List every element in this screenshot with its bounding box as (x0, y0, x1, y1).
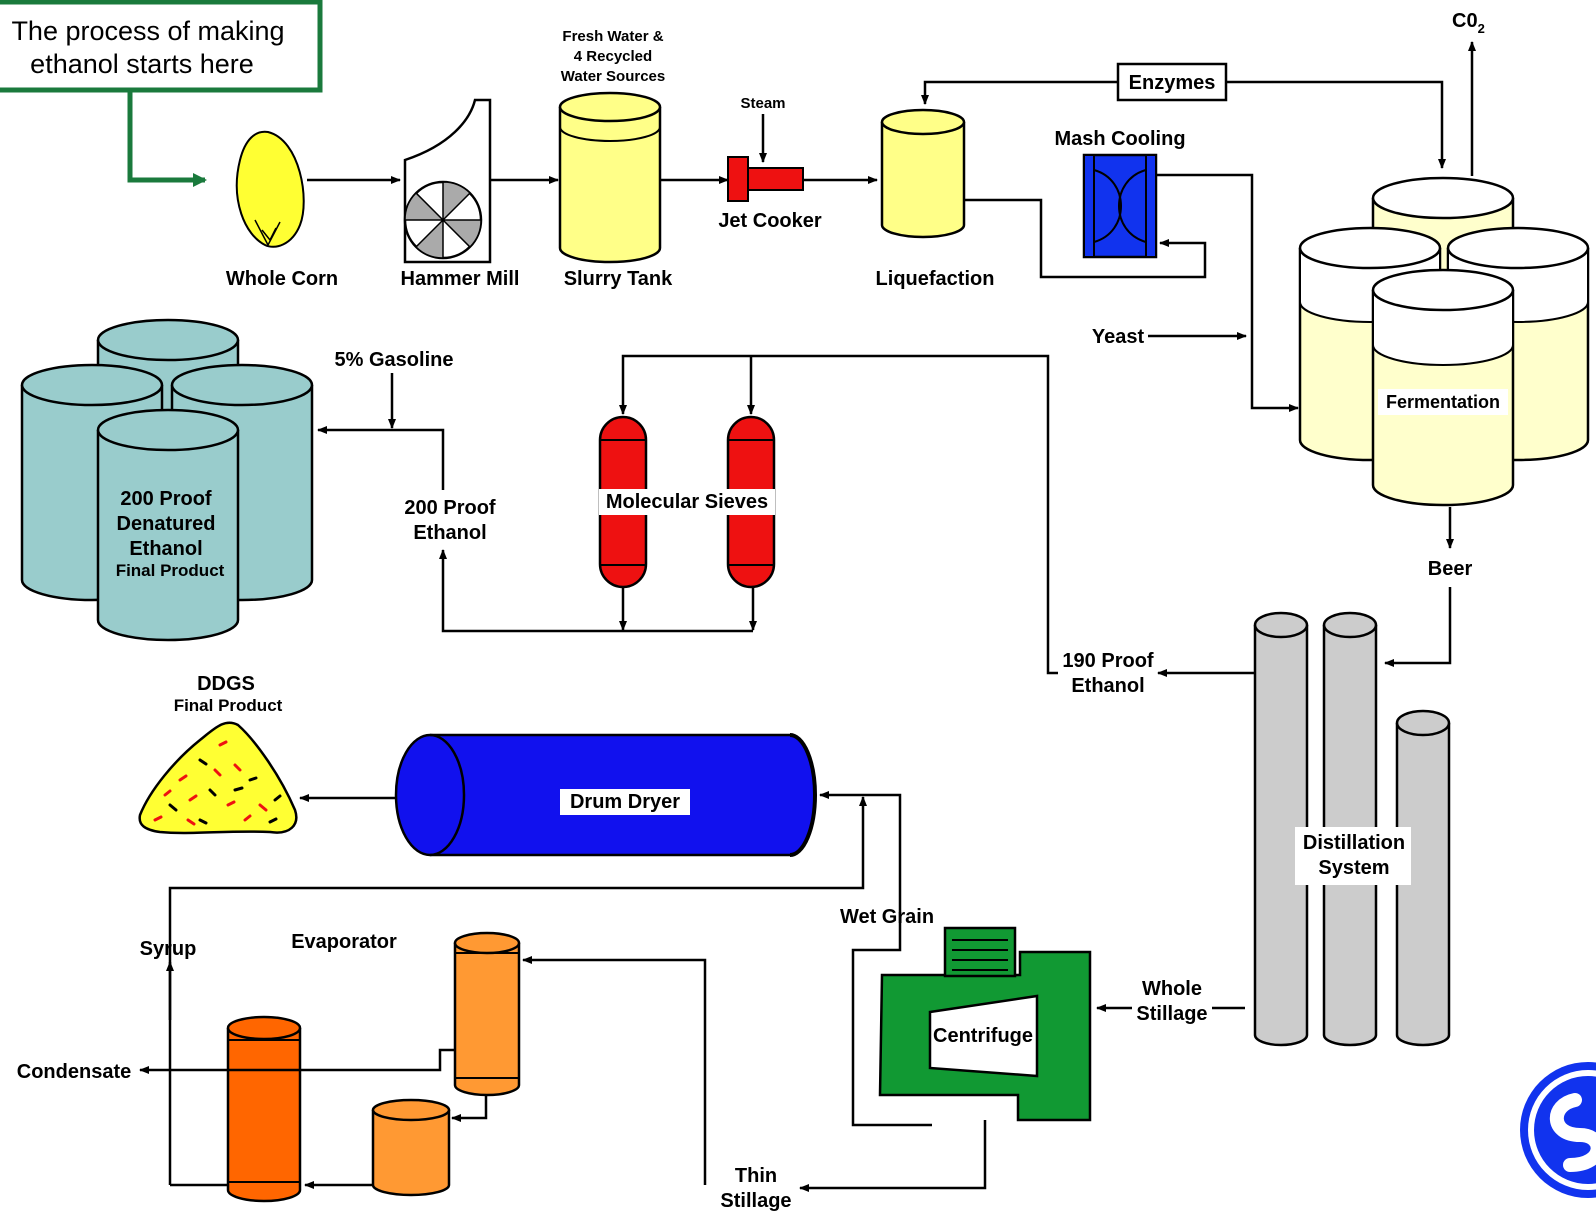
steam-label: Steam (740, 95, 785, 112)
evaporator-tanks-icon (226, 931, 521, 1203)
whole-stillage-label-bg (1132, 975, 1212, 1025)
fermentation-label: Fermentation (1386, 392, 1500, 412)
drum-dryer-label: Drum Dryer (570, 791, 680, 813)
ddgs-label-1: DDGS (197, 673, 255, 695)
thin-stillage-label-2: Stillage (720, 1190, 791, 1212)
beer-label: Beer (1428, 558, 1473, 580)
liquefaction-tank-icon (880, 108, 966, 239)
storage-tanks-icon (20, 318, 314, 642)
evaporator-label: Evaporator (291, 931, 397, 953)
fermentation-label-bg (1378, 389, 1508, 415)
mash-cooler-icon (1082, 153, 1158, 259)
mash-cooling-label: Mash Cooling (1054, 128, 1185, 150)
condensate-label: Condensate (17, 1061, 131, 1083)
slurry-tank-icon (558, 91, 662, 264)
drum-dryer-label-bg (560, 789, 690, 815)
gasoline-label: 5% Gasoline (335, 349, 454, 371)
thin-stillage-label-1: Thin (735, 1165, 777, 1187)
ddgs-label-2: Final Product (174, 696, 283, 715)
jet-cooker-label: Jet Cooker (718, 210, 822, 232)
fresh-water-label-3: Water Sources (561, 68, 665, 85)
centrifuge-icon (878, 926, 1092, 1122)
enzymes-label: Enzymes (1129, 72, 1216, 94)
centrifuge-label: Centrifuge (933, 1025, 1033, 1047)
whole-stillage-label-1: Whole (1142, 978, 1202, 1000)
proof200-label-1: 200 Proof (404, 497, 495, 519)
distillation-label-2: System (1318, 857, 1389, 879)
proof190-label-1: 190 Proof (1062, 650, 1153, 672)
syrup-label: Syrup (140, 938, 197, 960)
yeast-label: Yeast (1092, 326, 1145, 348)
start-callout: The process of making ethanol starts her… (0, 0, 323, 187)
proof190-label-2: Ethanol (1071, 675, 1144, 697)
enzymes-box (1116, 62, 1228, 102)
fermentation-tanks-icon (1298, 176, 1590, 507)
callout-line-2: ethanol starts here (30, 49, 254, 79)
whole-corn-label: Whole Corn (226, 268, 338, 290)
hammer-mill-label: Hammer Mill (401, 268, 520, 290)
whole-stillage-label-2: Stillage (1136, 1003, 1207, 1025)
fresh-water-label-2: 4 Recycled (574, 48, 652, 65)
logo-icon (1520, 1062, 1596, 1198)
proof200-label-2: Ethanol (413, 522, 486, 544)
hammer-mill-icon (403, 98, 492, 264)
final-ethanol-label-2: Denatured (117, 513, 216, 535)
jet-cooker-icon (727, 156, 804, 202)
final-ethanol-label-1: 200 Proof (120, 488, 211, 510)
ddgs-pile-icon (138, 721, 298, 835)
final-ethanol-label-4: Final Product (116, 561, 225, 580)
corn-kernel-icon (235, 130, 305, 248)
liquefaction-label: Liquefaction (876, 268, 995, 290)
callout-line-1: The process of making (11, 16, 284, 46)
molecular-sieves-label-bg (599, 489, 775, 515)
slurry-tank-label: Slurry Tank (564, 268, 673, 290)
wet-grain-label: Wet Grain (840, 906, 934, 928)
co2-label: C02 (1452, 10, 1485, 36)
final-ethanol-label-3: Ethanol (129, 538, 202, 560)
distillation-label-bg (1295, 827, 1411, 885)
distillation-label-1: Distillation (1303, 832, 1405, 854)
fresh-water-label-1: Fresh Water & (562, 28, 663, 45)
molecular-sieves-label: Molecular Sieves (606, 491, 768, 513)
